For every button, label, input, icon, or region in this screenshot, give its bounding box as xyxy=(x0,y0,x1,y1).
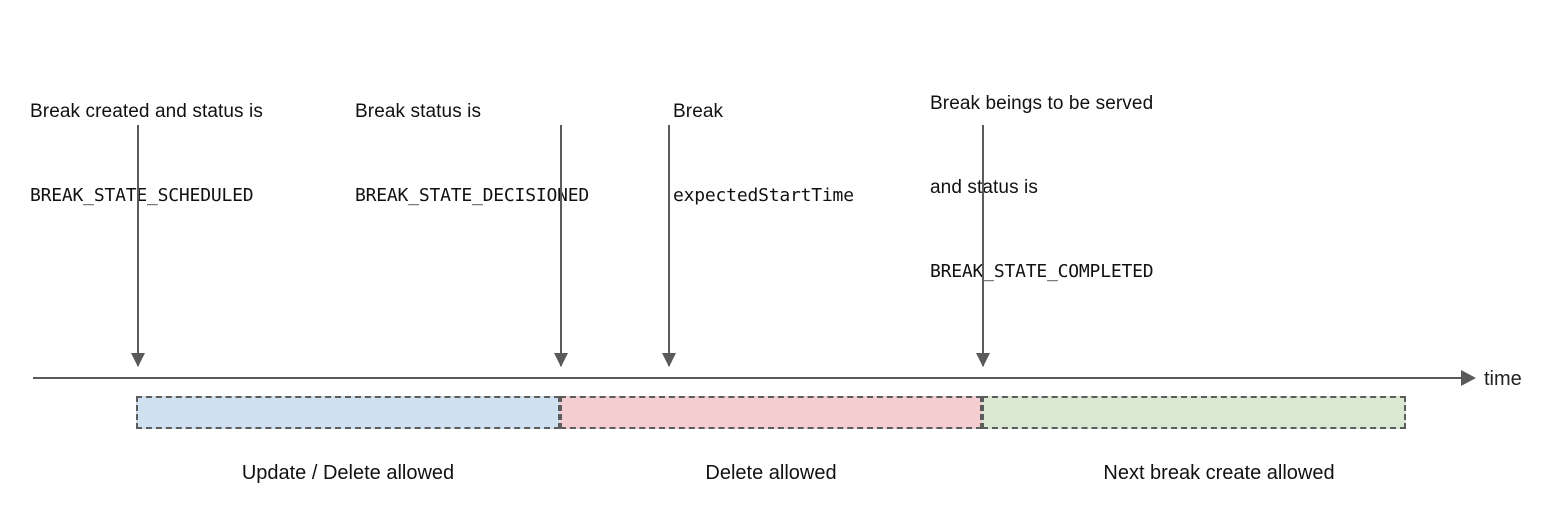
pointer-arrow-completed-icon xyxy=(976,125,990,367)
pointer-arrow-expected-start-time-icon xyxy=(662,125,676,367)
time-axis-label: time xyxy=(1484,368,1522,390)
arrow-head-down-icon xyxy=(976,353,990,367)
phase-caption-next-break-create: Next break create allowed xyxy=(1103,462,1335,484)
annotation-completed-line-1: Break beings to be served xyxy=(930,93,1154,114)
pointer-arrow-decisioned-icon xyxy=(554,125,568,367)
phase-segment-update-delete xyxy=(136,396,560,429)
phase-segment-next-break-create xyxy=(982,396,1406,429)
arrow-stem xyxy=(668,125,670,366)
phase-segment-delete xyxy=(560,396,982,429)
annotation-decisioned-line-2: BREAK_STATE_DECISIONED xyxy=(355,185,590,206)
annotation-expected-start-time-line-1: Break xyxy=(673,101,724,122)
arrow-stem xyxy=(560,125,562,366)
phase-bar xyxy=(136,396,1406,429)
annotation-expected-start-time: Break expectedStartTime xyxy=(673,42,854,266)
phase-caption-update-delete: Update / Delete allowed xyxy=(241,462,455,484)
annotation-scheduled-line-2: BREAK_STATE_SCHEDULED xyxy=(30,185,254,206)
annotation-completed-line-3: BREAK_STATE_COMPLETED xyxy=(930,261,1154,282)
pointer-arrow-scheduled-icon xyxy=(131,125,145,367)
annotation-expected-start-time-line-2: expectedStartTime xyxy=(673,185,854,206)
arrow-head-down-icon xyxy=(131,353,145,367)
annotation-scheduled: Break created and status is BREAK_STATE_… xyxy=(30,42,263,266)
annotation-scheduled-line-1: Break created and status is xyxy=(30,101,263,122)
time-axis-arrow-right-icon xyxy=(1461,370,1476,386)
arrow-head-down-icon xyxy=(554,353,568,367)
annotation-completed-line-2: and status is xyxy=(930,177,1038,198)
phase-caption-delete: Delete allowed xyxy=(705,462,837,484)
arrow-head-down-icon xyxy=(662,353,676,367)
arrow-stem xyxy=(982,125,984,366)
annotation-decisioned: Break status is BREAK_STATE_DECISIONED xyxy=(355,42,589,266)
annotation-decisioned-line-1: Break status is xyxy=(355,101,482,122)
arrow-stem xyxy=(137,125,139,366)
annotation-completed: Break beings to be served and status is … xyxy=(930,34,1154,342)
time-axis-line xyxy=(33,377,1463,379)
